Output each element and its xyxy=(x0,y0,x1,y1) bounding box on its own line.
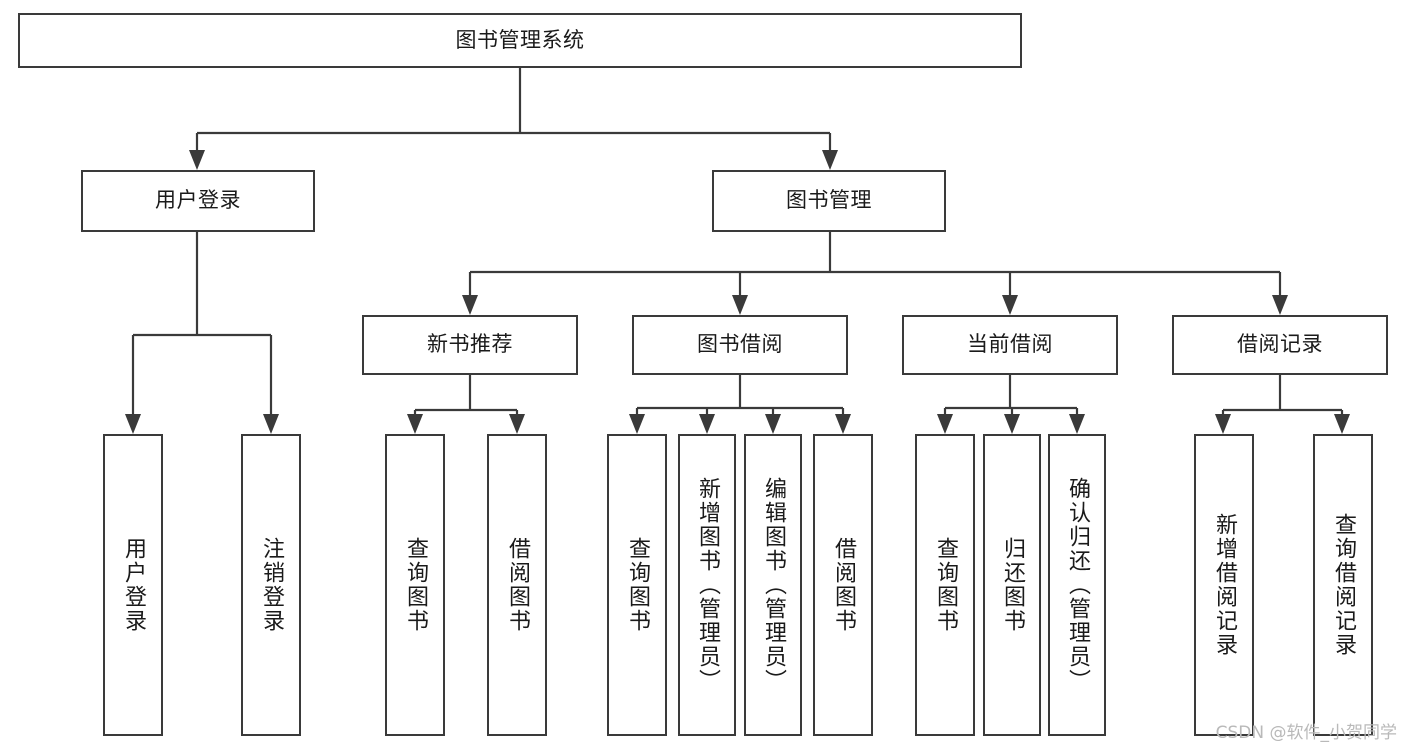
node-current-borrow[interactable]: 当前借阅 xyxy=(902,315,1118,375)
connector-currentborrow-to-leaves xyxy=(937,375,1085,434)
node-leaf-edit-book[interactable]: 编辑图书（管理员） xyxy=(744,434,802,736)
node-book-manage-label: 图书管理 xyxy=(786,188,872,213)
connector-bookmanage-to-level3 xyxy=(462,232,1288,315)
node-current-borrow-label: 当前借阅 xyxy=(967,332,1053,357)
node-leaf-query-record[interactable]: 查询借阅记录 xyxy=(1313,434,1373,736)
csdn-watermark: CSDN @软件_小贺同学 xyxy=(1215,723,1397,743)
node-leaf-return-book-label: 归还图书 xyxy=(1000,537,1025,633)
node-new-book-recommend[interactable]: 新书推荐 xyxy=(362,315,578,375)
node-leaf-query-record-label: 查询借阅记录 xyxy=(1331,513,1356,657)
node-leaf-add-record-label: 新增借阅记录 xyxy=(1212,513,1237,657)
node-user-login-label: 用户登录 xyxy=(155,188,241,213)
node-leaf-query-book-1[interactable]: 查询图书 xyxy=(385,434,445,736)
node-borrow-record-label: 借阅记录 xyxy=(1237,332,1323,357)
node-leaf-user-logout-label: 注销登录 xyxy=(259,537,284,633)
connector-bookborrow-to-leaves xyxy=(629,375,851,434)
node-borrow-record[interactable]: 借阅记录 xyxy=(1172,315,1388,375)
node-leaf-query-book-2-label: 查询图书 xyxy=(625,537,650,633)
node-leaf-user-logout[interactable]: 注销登录 xyxy=(241,434,301,736)
node-leaf-add-book-label: 新增图书（管理员） xyxy=(695,477,720,693)
node-leaf-borrow-book-1[interactable]: 借阅图书 xyxy=(487,434,547,736)
node-leaf-query-book-3[interactable]: 查询图书 xyxy=(915,434,975,736)
node-leaf-edit-book-label: 编辑图书（管理员） xyxy=(761,477,786,693)
node-leaf-add-record[interactable]: 新增借阅记录 xyxy=(1194,434,1254,736)
node-leaf-user-login-label: 用户登录 xyxy=(121,537,146,633)
node-leaf-confirm-return-label: 确认归还（管理员） xyxy=(1065,477,1090,693)
node-leaf-query-book-3-label: 查询图书 xyxy=(933,537,958,633)
node-leaf-borrow-book-1-label: 借阅图书 xyxy=(505,537,530,633)
node-leaf-query-book-2[interactable]: 查询图书 xyxy=(607,434,667,736)
node-leaf-borrow-book-2-label: 借阅图书 xyxy=(831,537,856,633)
node-leaf-user-login[interactable]: 用户登录 xyxy=(103,434,163,736)
connector-borrowrecord-to-leaves xyxy=(1215,375,1350,434)
node-leaf-confirm-return[interactable]: 确认归还（管理员） xyxy=(1048,434,1106,736)
node-book-borrow-label: 图书借阅 xyxy=(697,332,783,357)
connector-newbook-to-leaves xyxy=(407,375,525,434)
node-book-manage[interactable]: 图书管理 xyxy=(712,170,946,232)
connector-root-to-level2 xyxy=(189,68,838,170)
node-user-login[interactable]: 用户登录 xyxy=(81,170,315,232)
node-leaf-return-book[interactable]: 归还图书 xyxy=(983,434,1041,736)
node-leaf-borrow-book-2[interactable]: 借阅图书 xyxy=(813,434,873,736)
node-book-borrow[interactable]: 图书借阅 xyxy=(632,315,848,375)
node-new-book-recommend-label: 新书推荐 xyxy=(427,332,513,357)
connector-userlogin-to-leaves xyxy=(125,232,279,434)
node-root-label: 图书管理系统 xyxy=(455,27,585,52)
node-root[interactable]: 图书管理系统 xyxy=(18,13,1022,68)
node-leaf-query-book-1-label: 查询图书 xyxy=(403,537,428,633)
node-leaf-add-book[interactable]: 新增图书（管理员） xyxy=(678,434,736,736)
